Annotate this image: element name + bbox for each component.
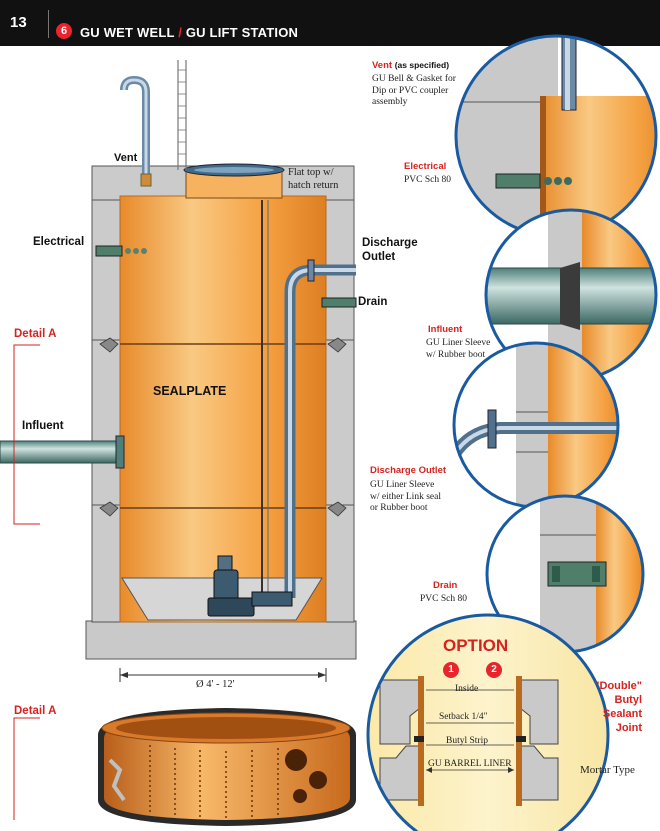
detail-a-label: Detail A (14, 328, 57, 340)
header-divider (48, 10, 49, 38)
option-setback-label: Setback 1/4" (439, 712, 488, 722)
option-butyl-strip-label: Butyl Strip (446, 736, 488, 746)
page-title: GU WET WELL / GU LIFT STATION (80, 25, 299, 40)
option-2-badge: 2 (486, 662, 502, 678)
detail-a-bottom-label: Detail A (14, 705, 57, 717)
flat-top-label: Flat top w/ hatch return (288, 167, 339, 191)
electrical-callout-text: PVC Sch 80 (404, 175, 451, 185)
joint-line-3: Sealant (602, 708, 642, 720)
electrical-callout-title: Electrical (404, 161, 447, 172)
option-inside-label: Inside (455, 684, 479, 694)
vent-callout-text: GU Bell & Gasket for Dip or PVC coupler … (372, 74, 456, 107)
pump-icon (207, 555, 293, 617)
drain-callout-title: Drain (433, 580, 458, 591)
page-number: 13 (10, 14, 27, 31)
section-badge: 6 (56, 23, 72, 39)
drain-label: Drain (358, 296, 388, 308)
page-header: 13 6 GU WET WELL / GU LIFT STATION (0, 0, 660, 46)
option-title: OPTION (443, 636, 509, 655)
influent-callout-title: Influent (428, 324, 463, 335)
vent-label: Vent (114, 152, 138, 164)
discharge-outlet-label: Discharge Outlet (362, 237, 418, 263)
electrical-label: Electrical (33, 236, 85, 248)
joint-line-1: "Double" (594, 680, 642, 692)
influent-label: Influent (22, 420, 64, 432)
influent-callout-text: GU Liner Sleeve w/ Rubber boot (426, 338, 491, 360)
discharge-callout-title: Discharge Outlet (370, 465, 447, 476)
joint-line-4: Joint (615, 722, 642, 734)
detail-a-ring (98, 708, 356, 826)
drain-callout-text: PVC Sch 80 (420, 594, 467, 604)
vent-callout-title: Vent (as specified) (372, 60, 450, 71)
joint-line-2: Butyl (614, 694, 643, 706)
discharge-callout-text: GU Liner Sleeve w/ either Link seal or R… (370, 480, 441, 513)
option-liner-label: GU BARREL LINER (428, 759, 512, 769)
sealplate-label: SEALPLATE (153, 384, 227, 398)
joint-mortar-label: Mortar Type (580, 764, 635, 776)
option-1-badge: 1 (443, 662, 459, 678)
diameter-label: Ø 4' - 12' (196, 679, 235, 690)
